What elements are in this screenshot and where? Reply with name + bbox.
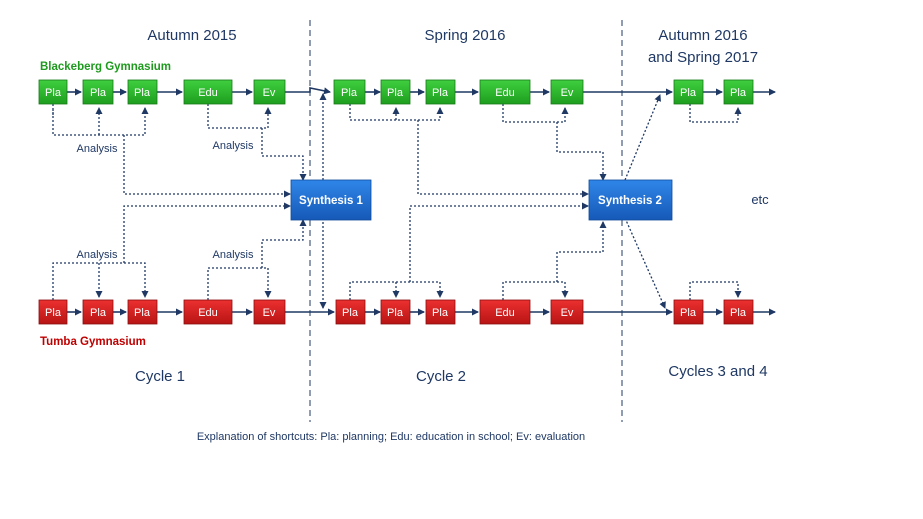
bottom-pla-8	[723, 299, 754, 325]
bottom-pla-4	[335, 299, 366, 325]
period-spring-2016: Spring 2016	[425, 27, 506, 44]
bottom-pla-1	[38, 299, 68, 325]
top-row: Pla Pla Pla Edu Ev Pla Pla Pla Edu Ev Pl…	[38, 79, 754, 105]
cycle-2-label: Cycle 2	[416, 368, 466, 385]
top-pla-1-label: Pla	[45, 87, 62, 99]
school-tumba: Tumba Gymnasium	[40, 336, 146, 348]
synthesis-1-box	[290, 179, 372, 221]
bottom-edu-1	[183, 299, 233, 325]
top-pla-7-label: Pla	[680, 87, 697, 99]
bottom-ev-2	[550, 299, 584, 325]
top-pla-6	[425, 79, 456, 105]
top-pla-8-label: Pla	[730, 87, 747, 99]
top-edu-1-label: Edu	[198, 87, 218, 99]
period-autumn-2015: Autumn 2015	[147, 27, 236, 44]
bottom-pla-6-label: Pla	[432, 307, 449, 319]
analysis-label-bottom-right: Analysis	[213, 249, 254, 261]
top-pla-3-label: Pla	[134, 87, 151, 99]
top-pla-2-label: Pla	[90, 87, 107, 99]
bottom-pla-5	[380, 299, 411, 325]
bottom-row: Pla Pla Pla Edu Ev Pla Pla Pla Edu Ev Pl…	[38, 299, 754, 325]
top-edu-2-label: Edu	[495, 87, 515, 99]
bottom-pla-7	[673, 299, 704, 325]
period-autumn-2016: Autumn 2016	[658, 27, 747, 44]
top-ev-2	[550, 79, 584, 105]
analysis-label-top-right: Analysis	[213, 140, 254, 152]
school-blackeberg: Blackeberg Gymnasium	[40, 61, 171, 73]
top-edu-2	[479, 79, 531, 105]
bottom-edu-2-label: Edu	[495, 307, 515, 319]
bottom-pla-2-label: Pla	[90, 307, 107, 319]
bottom-pla-5-label: Pla	[387, 307, 404, 319]
analysis-label-top-left: Analysis	[77, 143, 118, 155]
bottom-pla-1-label: Pla	[45, 307, 62, 319]
top-pla-1	[38, 79, 68, 105]
cycle-1-label: Cycle 1	[135, 368, 185, 385]
top-pla-6-label: Pla	[432, 87, 449, 99]
etc-label: etc	[751, 192, 769, 207]
bottom-pla-7-label: Pla	[680, 307, 697, 319]
top-ev-2-label: Ev	[561, 87, 574, 99]
top-pla-3	[127, 79, 158, 105]
top-pla-8	[723, 79, 754, 105]
top-pla-5-label: Pla	[387, 87, 404, 99]
legend-text: Explanation of shortcuts: Pla: planning;…	[197, 431, 585, 443]
bottom-pla-4-label: Pla	[342, 307, 359, 319]
top-ev-1-label: Ev	[263, 87, 276, 99]
top-pla-7	[673, 79, 704, 105]
top-pla-2	[82, 79, 114, 105]
top-pla-4-label: Pla	[341, 87, 358, 99]
top-edu-1	[183, 79, 233, 105]
analysis-label-bottom-left: Analysis	[77, 249, 118, 261]
bottom-edu-2	[479, 299, 531, 325]
bottom-pla-6	[425, 299, 456, 325]
synthesis-1-label: Synthesis 1	[299, 195, 364, 207]
bottom-ev-2-label: Ev	[561, 307, 574, 319]
period-spring-2017: and Spring 2017	[648, 49, 758, 66]
top-pla-4	[333, 79, 366, 105]
top-ev-1	[253, 79, 286, 105]
bottom-pla-2	[82, 299, 114, 325]
bottom-ev-1-label: Ev	[263, 307, 276, 319]
bottom-pla-3	[127, 299, 158, 325]
bottom-ev-1	[253, 299, 286, 325]
bottom-edu-1-label: Edu	[198, 307, 218, 319]
bottom-pla-3-label: Pla	[134, 307, 151, 319]
cycles-3-4-label: Cycles 3 and 4	[668, 363, 767, 380]
synthesis-2-box	[588, 179, 673, 221]
bottom-pla-8-label: Pla	[730, 307, 747, 319]
synthesis-2-label: Synthesis 2	[598, 195, 662, 207]
top-pla-5	[380, 79, 411, 105]
